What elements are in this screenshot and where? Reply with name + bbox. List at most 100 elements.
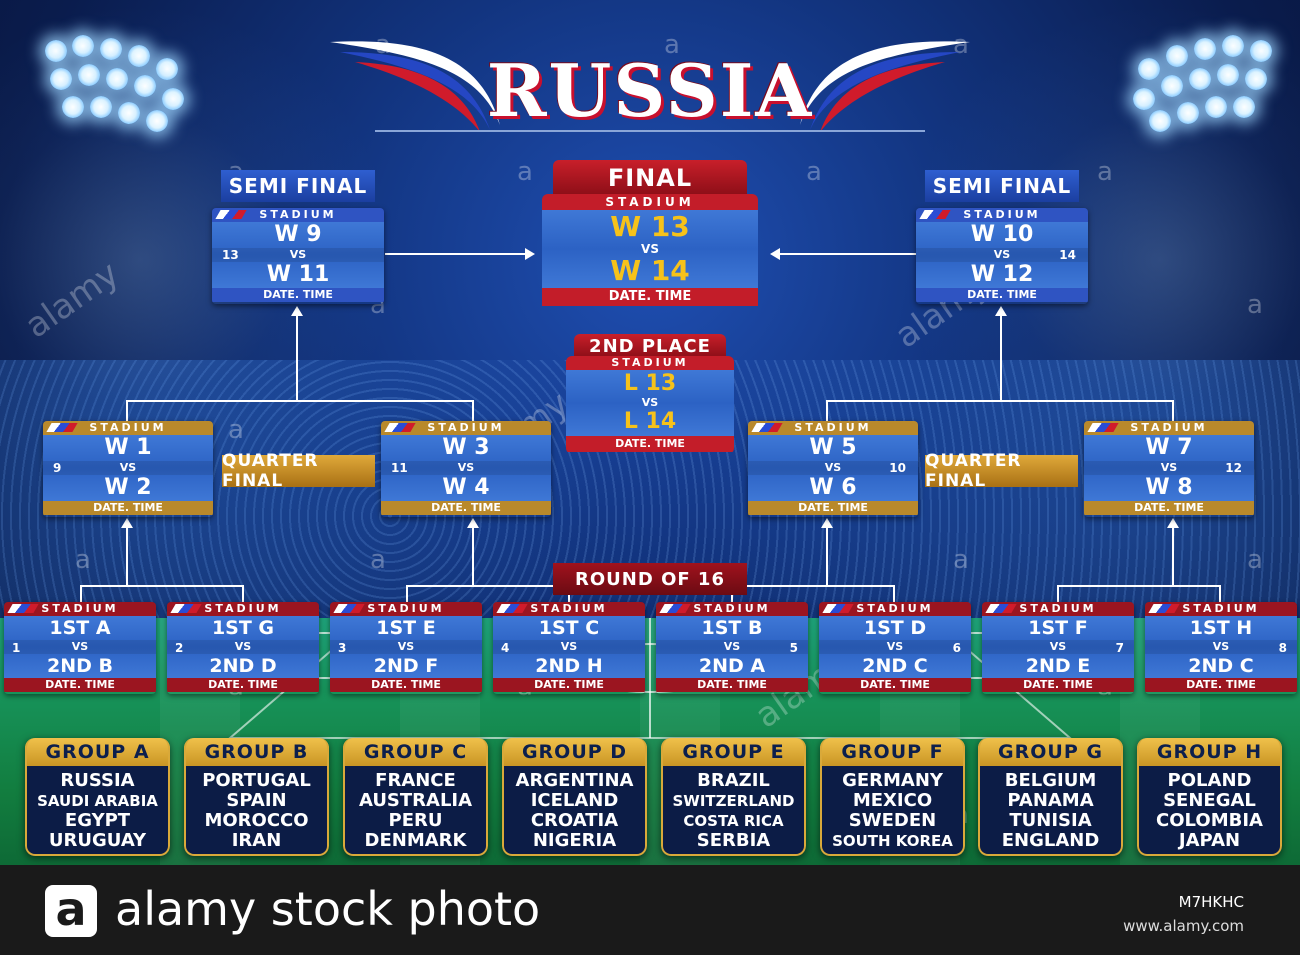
date-time-label: DATE. TIME: [330, 678, 482, 692]
team-name: FRANCE: [375, 770, 456, 791]
match-teams: 1ST E VS 2ND F 3: [330, 616, 482, 678]
connector: [126, 400, 474, 402]
second-place-match-card[interactable]: STADIUM L 13 VS L 14 DATE. TIME: [566, 356, 734, 454]
arrow-up-icon: [467, 518, 479, 528]
match-teams: W 9 VS W 11 13: [212, 222, 384, 288]
floodlight-right-icon: [1090, 30, 1290, 150]
watermark: a: [806, 157, 822, 187]
site-url[interactable]: www.alamy.com: [1123, 917, 1244, 935]
stock-footer: [0, 865, 1300, 955]
vs-label: VS: [748, 461, 918, 475]
team-name: SPAIN: [226, 790, 287, 811]
group-card-c: GROUP C FRANCE AUSTRALIA PERU DENMARK: [343, 738, 488, 856]
group-title: GROUP H: [1137, 738, 1282, 766]
vs-label: VS: [982, 640, 1134, 654]
final-match-card[interactable]: STADIUM W 13 VS W 14 DATE. TIME: [542, 194, 758, 316]
team-2: L 14: [623, 409, 677, 434]
stadium-label: STADIUM: [819, 602, 971, 616]
semi-final-label-left: SEMI FINAL: [221, 170, 375, 202]
vs-label: VS: [43, 461, 213, 475]
group-card-h: GROUP H POLAND SENEGAL COLOMBIA JAPAN: [1137, 738, 1282, 856]
arrow-up-icon: [1167, 518, 1179, 528]
team-2: W 12: [970, 262, 1034, 287]
team-2: 2ND D: [209, 655, 277, 677]
connector: [296, 316, 298, 402]
group-team-list: POLAND SENEGAL COLOMBIA JAPAN: [1137, 766, 1282, 856]
arrow-up-icon: [121, 518, 133, 528]
quarter-final-label-right: QUARTER FINAL: [925, 451, 1078, 491]
vs-label: VS: [4, 640, 156, 654]
connector: [406, 585, 570, 587]
watermark: a: [1247, 290, 1263, 320]
connector: [1172, 400, 1174, 422]
match-number: 2: [175, 640, 184, 655]
team-2: 2ND B: [47, 655, 113, 677]
arrow-up-icon: [291, 306, 303, 316]
round-of-16-match-card[interactable]: STADIUM 1ST D VS 2ND C 6 DATE. TIME: [819, 602, 971, 694]
team-name: ARGENTINA: [515, 770, 634, 791]
second-place-teams: L 13 VS L 14: [566, 370, 734, 436]
team-name: JAPAN: [1178, 830, 1241, 851]
team-name: PORTUGAL: [202, 770, 311, 791]
round-of-16-match-card[interactable]: STADIUM 1ST G VS 2ND D 2 DATE. TIME: [167, 602, 319, 694]
team-name: SENEGAL: [1163, 790, 1256, 811]
match-number: 3: [338, 640, 347, 655]
group-team-list: PORTUGAL SPAIN MOROCCO IRAN: [184, 766, 329, 856]
vs-label: VS: [656, 640, 808, 654]
match-number: 1: [12, 640, 21, 655]
date-time-label: DATE. TIME: [982, 678, 1134, 692]
quarter-final-match-card[interactable]: STADIUM W 7 VS W 8 12 DATE. TIME: [1084, 421, 1254, 517]
vs-label: VS: [819, 640, 971, 654]
team-name: MOROCCO: [204, 810, 309, 831]
round-of-16-label: ROUND OF 16: [553, 563, 747, 595]
quarter-final-match-card[interactable]: STADIUM W 5 VS W 6 10 DATE. TIME: [748, 421, 918, 517]
group-title: GROUP B: [184, 738, 329, 766]
round-of-16-match-card[interactable]: STADIUM 1ST C VS 2ND H 4 DATE. TIME: [493, 602, 645, 694]
team-1: W 7: [1145, 435, 1193, 460]
team-name: BELGIUM: [1004, 770, 1097, 791]
vs-label: VS: [641, 242, 659, 256]
round-of-16-match-card[interactable]: STADIUM 1ST B VS 2ND A 5 DATE. TIME: [656, 602, 808, 694]
team-name: DENMARK: [364, 830, 467, 851]
round-of-16-match-card[interactable]: STADIUM 1ST A VS 2ND B 1 DATE. TIME: [4, 602, 156, 694]
group-team-list: RUSSIA SAUDI ARABIA EGYPT URUGUAY: [25, 766, 170, 856]
date-time-label: DATE. TIME: [1084, 501, 1254, 515]
stadium-label: STADIUM: [212, 208, 384, 222]
stadium-label: STADIUM: [381, 421, 551, 435]
team-2: W 4: [442, 475, 490, 500]
team-1: W 5: [809, 435, 857, 460]
round-of-16-match-card[interactable]: STADIUM 1ST F VS 2ND E 7 DATE. TIME: [982, 602, 1134, 694]
team-name: COSTA RICA: [683, 812, 784, 830]
team-name: RUSSIA: [60, 770, 135, 791]
team-1: W 3: [442, 435, 490, 460]
team-name: NIGERIA: [532, 830, 617, 851]
match-number: 5: [789, 640, 798, 655]
team-name: EGYPT: [64, 810, 131, 831]
quarter-final-match-card[interactable]: STADIUM W 3 VS W 4 11 DATE. TIME: [381, 421, 551, 517]
group-team-list: FRANCE AUSTRALIA PERU DENMARK: [343, 766, 488, 856]
match-number: 13: [222, 248, 239, 263]
match-number: 7: [1115, 640, 1124, 655]
date-time-label: DATE. TIME: [167, 678, 319, 692]
team-1: 1ST A: [49, 617, 111, 639]
team-1: W 9: [274, 222, 322, 247]
team-1: W 13: [610, 210, 690, 243]
team-2: 2ND E: [1025, 655, 1091, 677]
connector: [893, 585, 895, 603]
stadium-label: STADIUM: [916, 208, 1088, 222]
match-teams: 1ST G VS 2ND D 2: [167, 616, 319, 678]
round-of-16-match-card[interactable]: STADIUM 1ST E VS 2ND F 3 DATE. TIME: [330, 602, 482, 694]
connector: [731, 585, 895, 587]
semi-final-match-card[interactable]: STADIUM W 9 VS W 11 13 DATE. TIME: [212, 208, 384, 304]
quarter-final-match-card[interactable]: STADIUM W 1 VS W 2 9 DATE. TIME: [43, 421, 213, 517]
vs-label: VS: [381, 461, 551, 475]
group-title: GROUP E: [661, 738, 806, 766]
semi-final-match-card[interactable]: STADIUM W 10 VS W 12 14 DATE. TIME: [916, 208, 1088, 304]
group-card-e: GROUP E BRAZIL SWITZERLAND COSTA RICA SE…: [661, 738, 806, 856]
team-name: GERMANY: [842, 770, 943, 791]
round-of-16-match-card[interactable]: STADIUM 1ST H VS 2ND C 8 DATE. TIME: [1145, 602, 1297, 694]
vs-label: VS: [916, 248, 1088, 262]
quarter-final-label-left: QUARTER FINAL: [222, 451, 375, 491]
stadium-label: STADIUM: [330, 602, 482, 616]
stadium-label: STADIUM: [493, 602, 645, 616]
